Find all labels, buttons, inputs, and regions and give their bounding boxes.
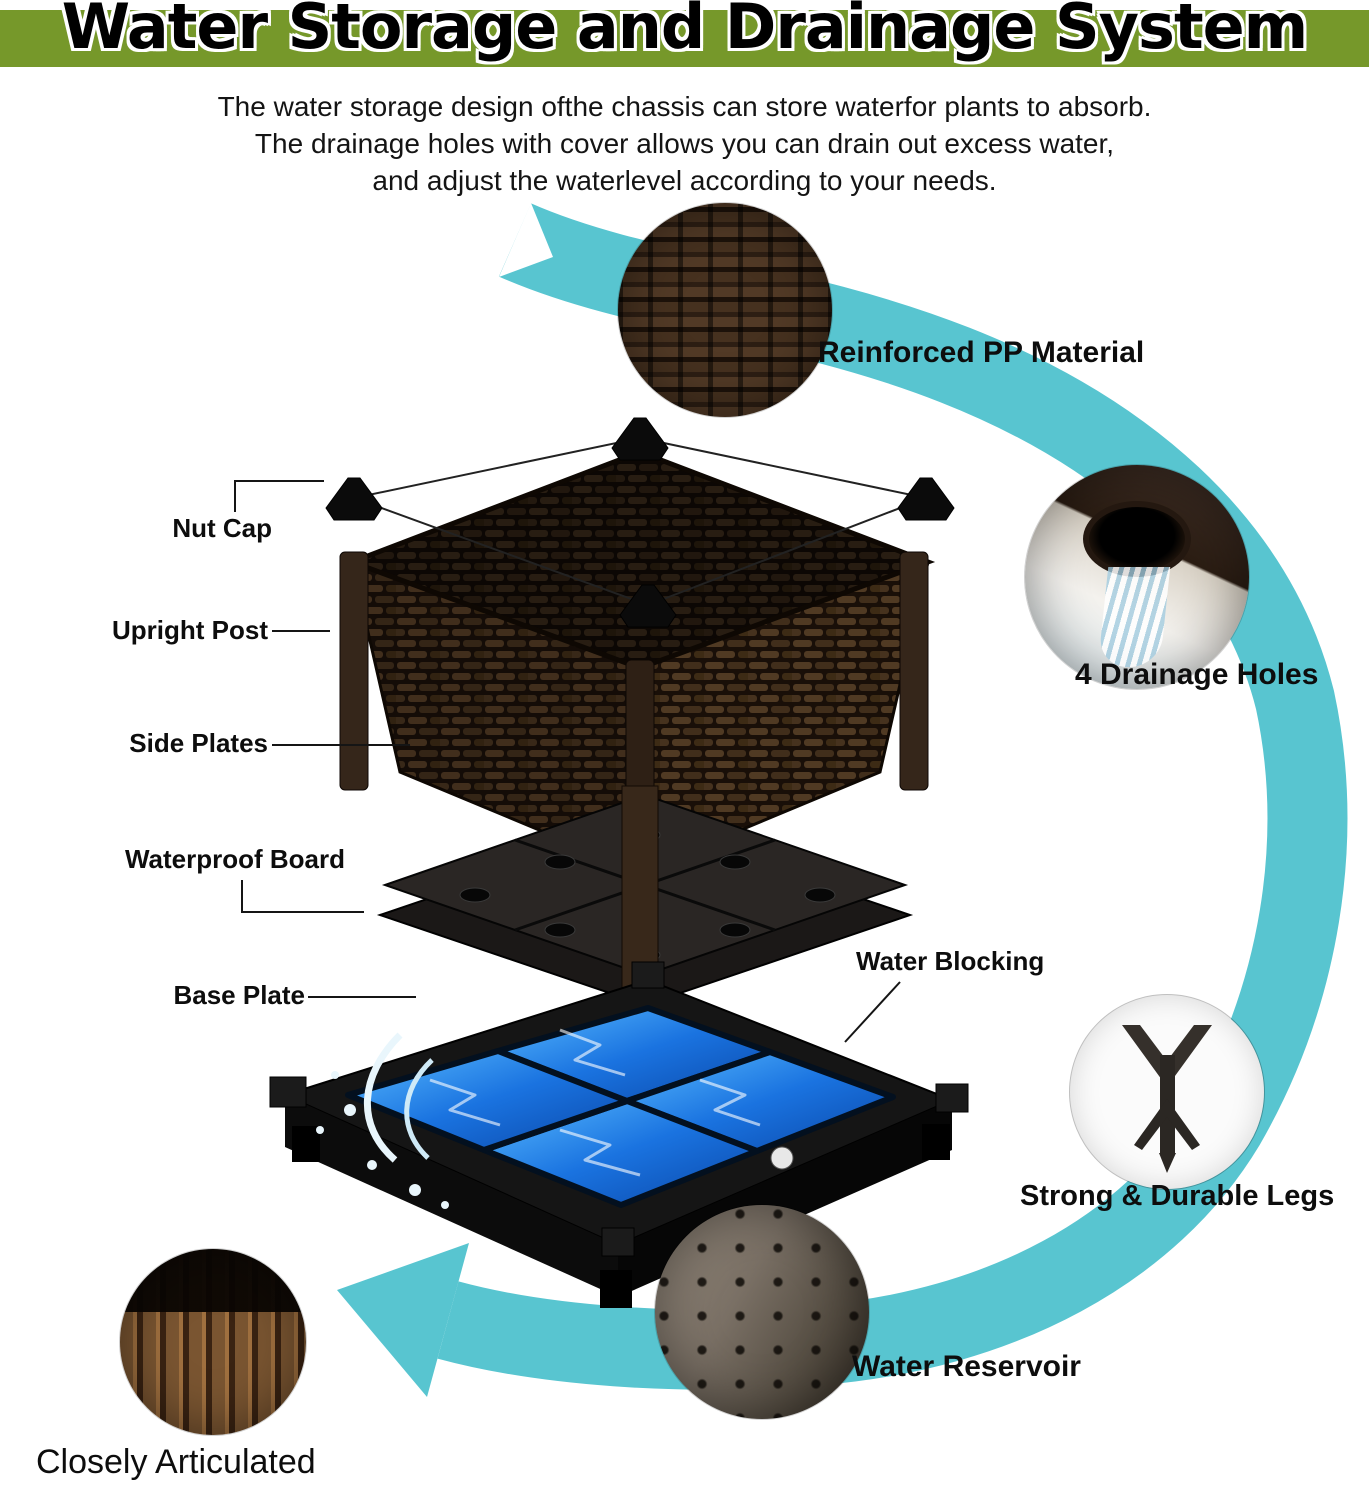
articulated-slats-photo bbox=[120, 1249, 306, 1435]
upright-post-left bbox=[339, 551, 369, 791]
page-title: Water Storage and Drainage System bbox=[61, 0, 1309, 63]
nut-cap-icon bbox=[619, 584, 677, 628]
water-blocking-line bbox=[844, 981, 901, 1043]
drainage-hole-photo bbox=[1025, 465, 1249, 689]
callout-lines bbox=[234, 480, 901, 1043]
upright-post-label: Upright Post bbox=[112, 615, 268, 645]
tray-foot bbox=[292, 1126, 320, 1162]
flow-arrow-tail-notch bbox=[499, 203, 553, 277]
tray-skirt-left bbox=[285, 1095, 618, 1297]
water-reservoir-photo bbox=[655, 1205, 869, 1419]
drainage-hole-icon bbox=[1083, 501, 1191, 577]
nut-cap-line bbox=[234, 480, 324, 512]
flow-arrow-head bbox=[337, 1243, 469, 1397]
water-splash bbox=[316, 1032, 449, 1209]
side-plates-label: Side Plates bbox=[129, 728, 268, 758]
wicker-texture-photo bbox=[618, 203, 832, 417]
description-paragraph: The water storage design ofthe chassis c… bbox=[0, 88, 1369, 199]
nut-caps bbox=[325, 417, 955, 628]
header-green-bar bbox=[0, 10, 1369, 67]
base-plate-label: Base Plate bbox=[173, 980, 305, 1010]
tray-feet bbox=[292, 1124, 950, 1308]
tray-corner-connectors bbox=[269, 961, 969, 1257]
planter-side-left-shade bbox=[352, 562, 640, 872]
leg-photo bbox=[1070, 995, 1264, 1189]
waterproof-board-label: Waterproof Board bbox=[124, 844, 345, 874]
planter-side-right-shade bbox=[640, 562, 928, 872]
description-line-1: The water storage design ofthe chassis c… bbox=[217, 91, 1152, 122]
waterproof-board bbox=[376, 785, 914, 1017]
nut-cap-icon bbox=[325, 477, 383, 521]
tray-foot bbox=[922, 1124, 950, 1160]
description-line-3: and adjust the waterlevel according to y… bbox=[372, 165, 997, 196]
planter-side-right bbox=[640, 562, 928, 872]
waterproof-board-line bbox=[241, 880, 364, 913]
water-reflections bbox=[429, 1028, 761, 1177]
drainage-holes-label: 4 Drainage Holes bbox=[1075, 658, 1319, 691]
description-line-2: The drainage holes with cover allows you… bbox=[254, 128, 1115, 159]
planter-side-left bbox=[352, 562, 640, 872]
nut-cap-icon bbox=[897, 477, 955, 521]
leg-icon bbox=[1122, 1025, 1212, 1173]
water-stream-icon bbox=[1097, 567, 1171, 667]
water-reservoir-label: Water Reservoir bbox=[852, 1350, 1081, 1383]
reinforced-pp-material-label: Reinforced PP Material bbox=[818, 336, 1145, 369]
durable-legs-label: Strong & Durable Legs bbox=[1020, 1180, 1335, 1212]
nut-cap-icon bbox=[611, 417, 669, 461]
assembly-wireframe bbox=[353, 437, 927, 606]
closely-articulated-label: Closely Articulated bbox=[36, 1443, 316, 1481]
water-blocking-label: Water Blocking bbox=[856, 946, 1045, 976]
drain-plug bbox=[770, 1146, 794, 1170]
tray-foot bbox=[600, 1270, 632, 1308]
upright-post-right bbox=[899, 551, 929, 791]
nut-cap-label: Nut Cap bbox=[172, 513, 272, 543]
